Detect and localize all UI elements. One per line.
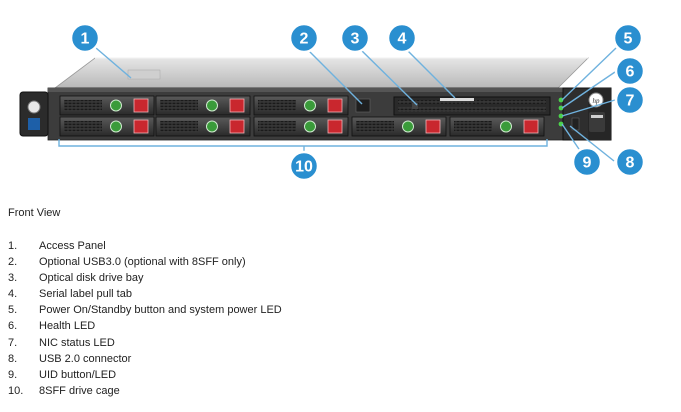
legend-item-label: Optical disk drive bay [39,272,144,285]
drive-led [110,120,122,133]
drive-led [500,120,512,133]
right-rack-ear: hp [562,87,612,141]
legend-item-label: Access Panel [39,240,106,252]
callout-number: 10 [295,159,313,176]
legend-item: 9. UID button/LED [8,367,282,383]
legend-item-number: 5. [8,304,18,317]
callout-4: 4 [386,22,418,54]
figure-caption: Front View [8,207,61,219]
callout-number: 1 [81,31,90,48]
legend-item-number: 10. [8,384,24,397]
drive-release-latch [327,98,343,113]
legend-item: 5. Power On/Standby button and system pow… [8,302,282,318]
drive-release-latch [133,119,149,134]
legend-item: 4. Serial label pull tab [8,286,282,302]
legend-item-label: NIC status LED [39,336,115,349]
drive-bay [155,116,251,137]
drive-led [206,120,218,133]
legend-item-label: Health LED [39,320,96,333]
callout-group: 1 2 3 4 5 6 7 8 9 10 [69,22,646,182]
drive-led [304,99,316,112]
drive-release-latch [327,119,343,134]
drive-bay [59,116,155,137]
callout-number: 5 [624,31,633,48]
svg-text:hp: hp [593,97,601,105]
legend-item-label: USB 2.0 connector [39,352,132,365]
callout-number: 4 [398,31,407,48]
legend-item-number: 6. [8,320,18,333]
drive-bay [59,95,155,116]
callout-6: 6 [614,55,646,87]
callout-7: 7 [614,84,646,116]
legend-item-label: Optional USB3.0 (optional with 8SFF only… [39,256,246,269]
drive-release-latch [523,119,539,134]
drive-led [206,99,218,112]
drive-release-latch [229,98,245,113]
callout-number: 3 [351,31,360,48]
legend-item-number: 7. [8,336,18,349]
legend-item-number: 4. [8,288,18,301]
legend-item: 8. USB 2.0 connector [8,351,282,367]
callout-2: 2 [288,22,320,54]
drive-bay [253,95,349,116]
drive-led [402,120,414,133]
callout-number: 6 [626,64,635,81]
drive-bay [253,116,349,137]
drive-cage-bracket [58,139,548,147]
legend-item-label: Serial label pull tab [39,288,132,301]
legend-item-number: 8. [8,352,18,365]
legend-item-label: 8SFF drive cage [39,384,120,397]
legend-item: 7. NIC status LED [8,335,282,351]
server-front-view-diagram: hp 1 2 3 4 5 6 7 8 9 10 [19,22,646,182]
callout-10: 10 [288,150,320,182]
drive-release-latch [229,119,245,134]
legend-item: 10. 8SFF drive cage [8,383,282,399]
hp-logo-icon [588,92,604,108]
drive-cage [59,95,545,137]
legend-item-label: UID button/LED [39,368,117,381]
legend-item-label: Power On/Standby button and system power… [39,304,282,317]
legend-list: 1. Access Panel 2. Optional USB3.0 (optiona… [8,238,282,399]
callout-number: 9 [583,155,592,172]
legend-item-number: 9. [8,368,18,381]
legend-item: 3. Optical disk drive bay [8,270,282,286]
drive-bay [449,116,545,137]
left-rack-ear [19,91,49,137]
serial-label-tab [440,98,474,101]
legend-item-number: 3. [8,272,18,285]
callout-number: 8 [626,155,635,172]
drive-led [304,120,316,133]
legend-item: 1. Access Panel [8,238,282,254]
legend-item: 2. Optional USB3.0 (optional with 8SFF on… [8,254,282,270]
callout-8: 8 [614,146,646,178]
optical-drive-bay [393,96,551,116]
drive-release-latch [133,98,149,113]
callout-number: 2 [300,31,309,48]
legend-item: 6. Health LED [8,318,282,334]
callout-number: 7 [626,93,635,110]
callout-9: 9 [571,146,603,178]
nic-led [558,113,564,119]
drive-led [110,99,122,112]
drive-bay [155,95,251,116]
callout-5: 5 [612,22,644,54]
legend-item-number: 1. [8,240,18,252]
health-led [558,105,564,111]
callout-1: 1 [69,22,101,54]
callout-3: 3 [339,22,371,54]
legend-item-number: 2. [8,256,18,269]
power-led [558,97,564,103]
drive-release-latch [425,119,441,134]
drive-bay [351,116,447,137]
